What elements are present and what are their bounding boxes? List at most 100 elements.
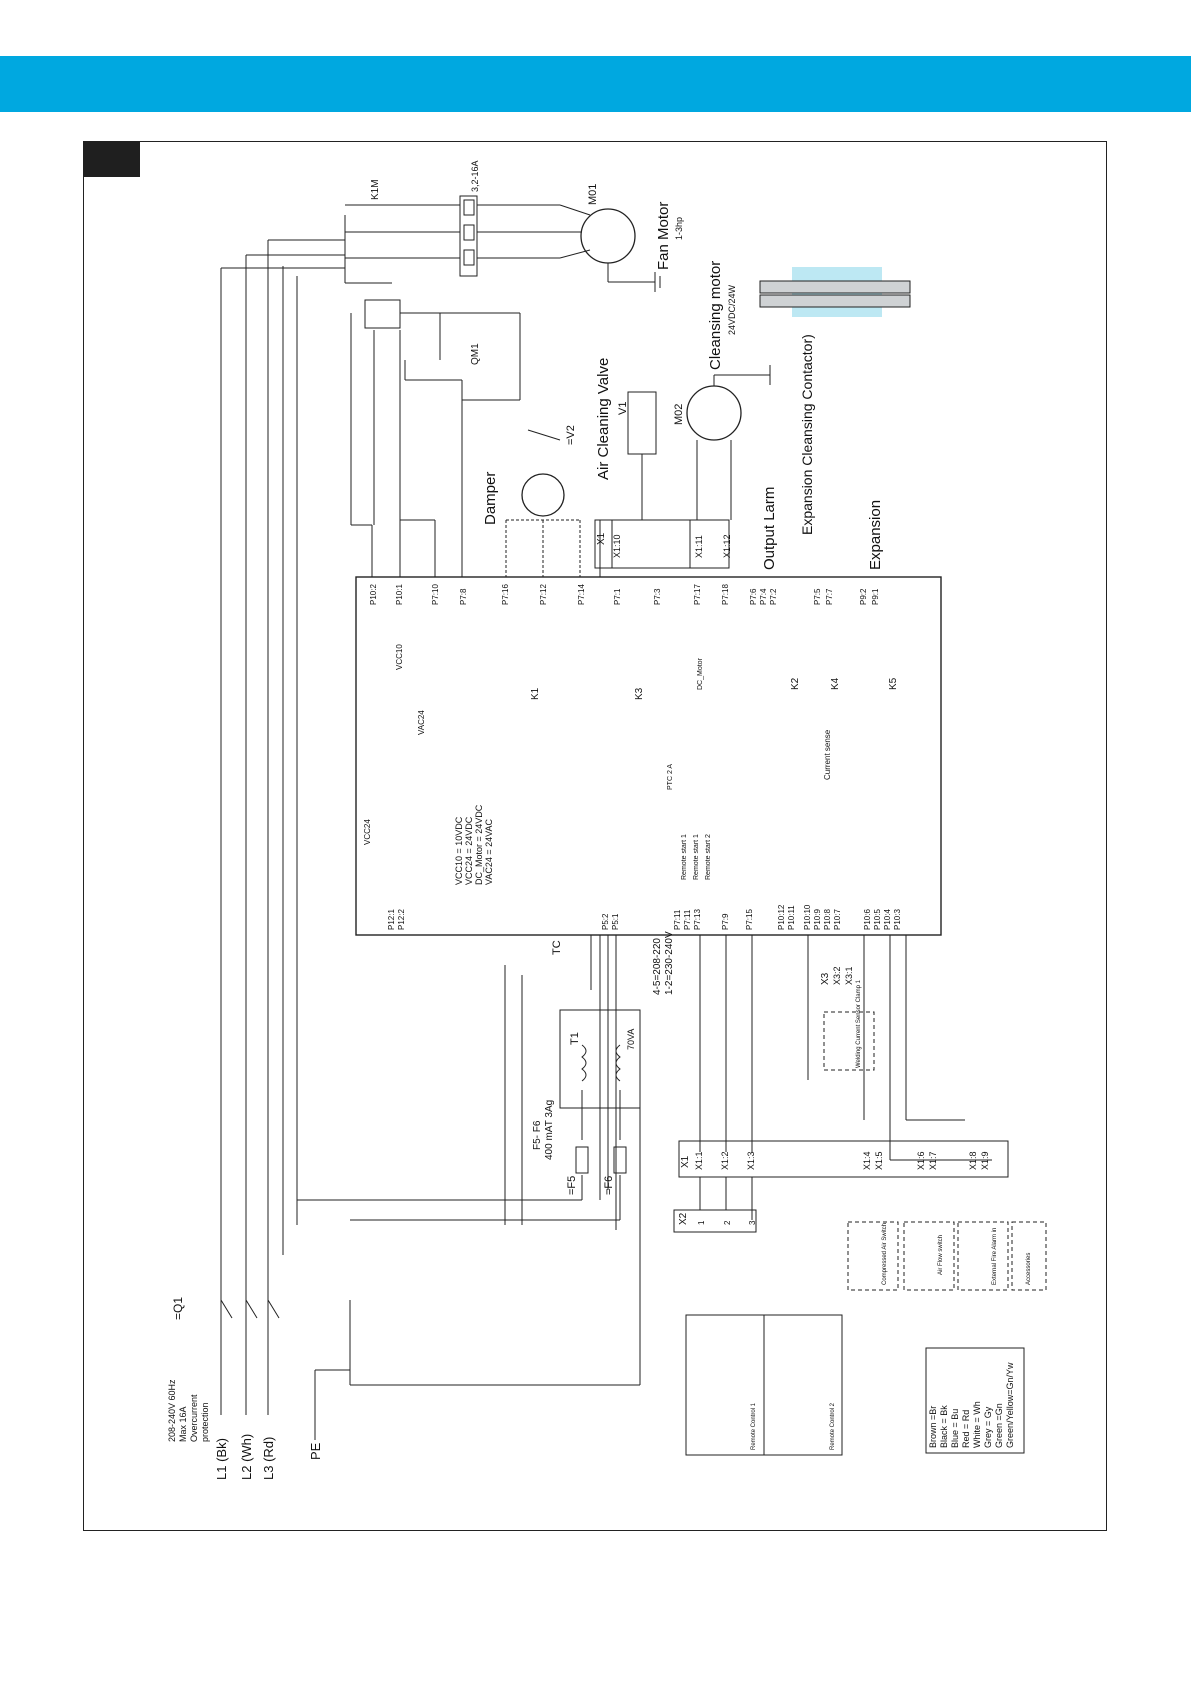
board-terminal-7: P7:14 [577,584,586,605]
board-terminal-10: P7:17 [693,584,702,605]
board-bottom-13: P10:9 [813,909,822,930]
main-breaker-q1 [220,1108,641,1440]
board-terminal-15: P7:5 [813,588,822,605]
remote-controls [685,1314,843,1456]
vcc10-label: VCC10 [395,644,404,670]
tc-label: TC [551,940,563,955]
tap-2: 1-2=230-240V [664,931,675,995]
board-terminal-12: P7:6 [749,588,758,605]
color-legend-6: Grey = Gy [983,1406,993,1448]
board-terminal-17: P9:2 [859,588,868,605]
board-bottom-11: P10:11 [787,905,796,930]
input-3: Remote start 2 [705,834,712,880]
output-larm-title: Output Larm [761,487,778,570]
board-bottom-8: P7:9 [721,913,730,930]
x3-1: X3:1 [844,966,854,985]
x1-9: X1:9 [980,1151,990,1170]
board-terminal-6: P7:12 [539,584,548,605]
expansion-contactor-title: Expansion Cleansing Contactor) [799,334,815,535]
relay-connector [759,267,911,317]
board-terminal-9: P7:3 [653,588,662,605]
x1-3: X1:3 [746,1151,756,1170]
board-terminal-11: P7:18 [721,584,730,605]
board-bottom-wires [590,935,1009,1233]
relay-k5: K5 [888,677,899,690]
vcc24-label: VCC24 [363,819,372,845]
color-legend-box [925,1347,1025,1454]
supply-legend-4: VAC24 = 24VAC [484,819,494,885]
board-terminal-8: P7:1 [613,588,622,605]
board-terminal-1: P10:2 [369,584,378,605]
remote-control-1: Remote Control 1 [751,1402,757,1450]
supply-spec: 208-240V 60Hz [167,1379,177,1442]
k1m-label: K1M [370,179,381,200]
m02-label: M02 [673,404,685,425]
color-legend-4: Red = Rd [961,1410,971,1448]
relay-k2: K2 [790,677,801,690]
x2-header: X2 [678,1212,689,1225]
cleansing-rating: 24VDC/24W [727,284,737,335]
board-bottom-18: P10:4 [883,909,892,930]
f6-label: =F6 [603,1176,615,1195]
x3-2: X3:2 [832,966,842,985]
board-terminal-14: P7:2 [769,588,778,605]
color-legend-1: Brown =Br [928,1406,938,1448]
ptc-label: PTC 2 A [667,764,674,790]
board-bottom-2: P12:2 [397,909,406,930]
air-valve-title: Air Cleaning Valve [595,358,612,480]
board-bottom-1: P12:1 [387,909,396,930]
supply-overcurrent: Overcurrent [189,1394,199,1442]
contactor-k1m [345,195,560,360]
supply-legend-3: DC_Motor = 24VDC [474,804,484,885]
transformer-va: 70VA [626,1029,636,1050]
contactor-rating: 3,2-16A [470,160,480,192]
board-bottom-4: P5:1 [611,913,620,930]
color-legend-8: Green/Yellow=Gn/Yw [1005,1362,1015,1448]
x1b-11: X1:11 [694,535,704,558]
x2-2: 2 [723,1220,732,1225]
x1-2: X1:2 [720,1151,730,1170]
relay-k4: K4 [830,677,841,690]
accessory-3: External Fire Alarm in [992,1228,998,1285]
x1-header: X1 [680,1155,691,1168]
board-bottom-17: P10:5 [873,909,882,930]
fan-motor [559,204,661,292]
m01-label: M01 [587,184,599,205]
supply-legend-2: VCC24 = 24VDC [464,816,474,885]
board-terminal-3: P7:10 [431,584,440,605]
x3-header: X3 [820,972,831,985]
board-bottom-9: P7:15 [745,909,754,930]
board-top-wires [350,313,521,577]
x1b-header: X1 [596,532,607,545]
input-1: Remote start 1 [681,834,688,880]
board-bottom-19: P10:3 [893,909,902,930]
x1b-10: X1:10 [612,534,622,558]
remote-control-2: Remote Control 2 [830,1402,836,1450]
color-legend-7: Green =Gn [994,1403,1004,1448]
board-bottom-10: P10:12 [777,904,786,930]
diagram-frame [83,141,1107,1531]
supply-lines [220,215,346,1370]
q1-label: =Q1 [171,1297,185,1320]
board-bottom-7: P7:13 [693,909,702,930]
cleansing-motor-title: Cleansing motor [707,261,724,370]
fan-motor-hp: 1-3hp [674,217,684,240]
damper-title: Damper [482,472,499,525]
color-legend-3: Blue = Bu [950,1409,960,1448]
board-terminal-4: P7:8 [459,588,468,605]
l2-label: L2 (Wh) [239,1434,254,1480]
tap-1: 4-5=208-220 [652,938,663,995]
control-board [355,576,942,936]
board-bottom-14: P10:8 [823,909,832,930]
accessory-boxes [823,1011,1047,1291]
supply-legend-1: VCC10 = 10VDC [454,816,464,885]
x2-1: 1 [697,1220,706,1225]
x1-6: X1:6 [916,1151,926,1170]
x1-8: X1:8 [968,1151,978,1170]
relay-k1: K1 [530,687,541,700]
board-terminal-18: P9:1 [871,588,880,605]
v2-label: =V2 [565,425,577,445]
pe-label: PE [308,1442,323,1460]
clamp-label: Welding Current Sensor Clamp 1 [856,979,862,1068]
board-bottom-5: P7:11 [673,909,682,930]
